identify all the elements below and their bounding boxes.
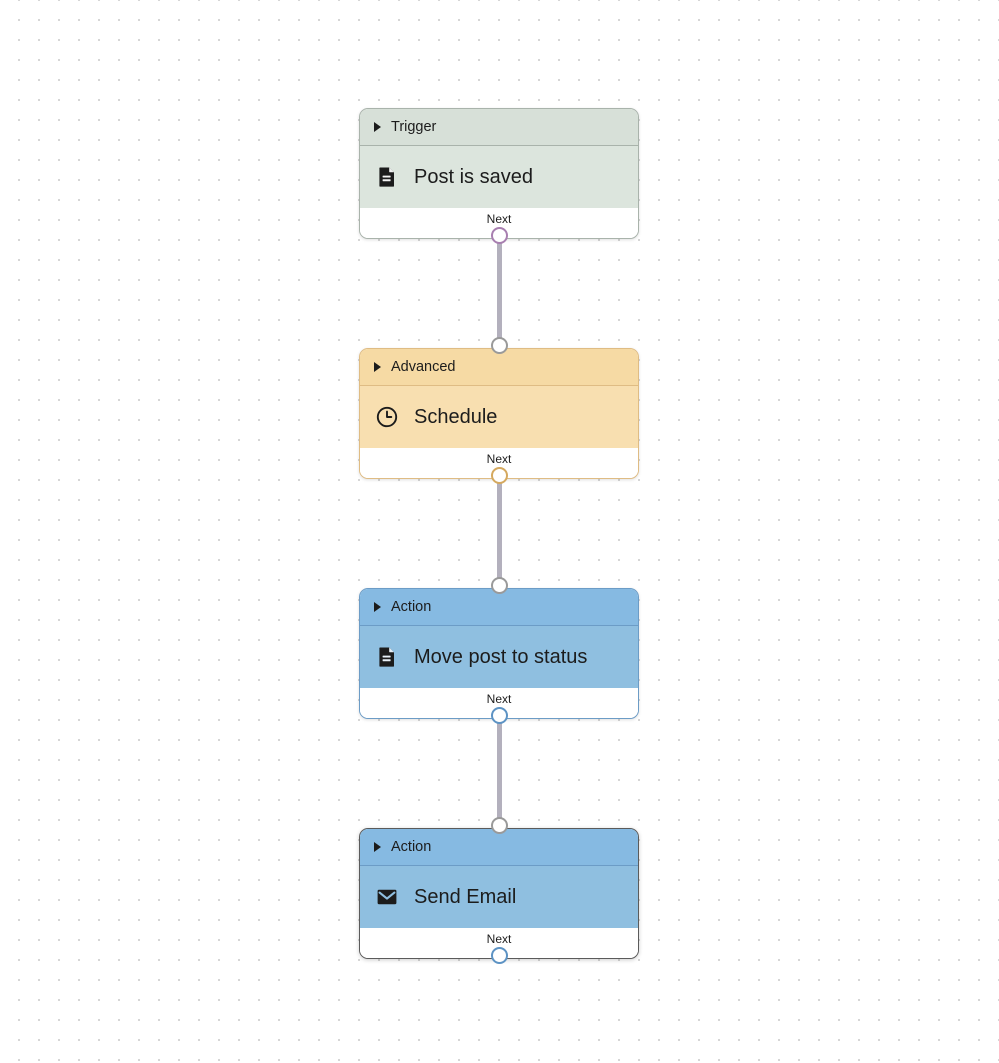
node-title-label: Schedule	[414, 405, 498, 428]
edge-trigger-to-advanced[interactable]	[496, 235, 502, 345]
node-input-port-action-move[interactable]	[490, 576, 508, 594]
edge-advanced-to-action[interactable]	[496, 475, 502, 585]
document-icon	[374, 644, 400, 670]
node-input-port-action-send-email[interactable]	[490, 816, 508, 834]
workflow-node-trigger-post-is-saved[interactable]: Trigger Post is saved Next	[359, 108, 639, 239]
node-category-label: Trigger	[391, 119, 437, 135]
node-output-port-advanced[interactable]	[490, 466, 508, 484]
node-body-trigger[interactable]: Post is saved	[360, 146, 638, 208]
clock-icon	[374, 404, 400, 430]
node-next-label: Next	[486, 692, 512, 706]
node-output-port-trigger[interactable]	[490, 226, 508, 244]
node-body-action-move[interactable]: Move post to status	[360, 626, 638, 688]
envelope-icon	[374, 884, 400, 910]
workflow-node-action-send-email[interactable]: Action Send Email Next	[359, 828, 639, 959]
node-body-action-send-email[interactable]: Send Email	[360, 866, 638, 928]
node-header-action-send-email[interactable]: Action	[360, 829, 638, 866]
node-header-trigger[interactable]: Trigger	[360, 109, 638, 146]
node-next-label: Next	[486, 212, 512, 226]
disclosure-triangle-icon[interactable]	[374, 122, 381, 132]
node-category-label: Action	[391, 599, 432, 615]
node-output-port-action-move[interactable]	[490, 706, 508, 724]
node-title-label: Send Email	[414, 885, 517, 908]
disclosure-triangle-icon[interactable]	[374, 842, 381, 852]
document-icon	[374, 164, 400, 190]
node-category-label: Advanced	[391, 359, 456, 375]
node-body-advanced[interactable]: Schedule	[360, 386, 638, 448]
node-header-advanced[interactable]: Advanced	[360, 349, 638, 386]
node-next-label: Next	[486, 932, 512, 946]
edge-action-to-sendemail[interactable]	[496, 715, 502, 825]
node-header-action-move[interactable]: Action	[360, 589, 638, 626]
node-category-label: Action	[391, 839, 432, 855]
disclosure-triangle-icon[interactable]	[374, 362, 381, 372]
workflow-node-advanced-schedule[interactable]: Advanced Schedule Next	[359, 348, 639, 479]
workflow-node-action-move-post-to-status[interactable]: Action Move post to status Next	[359, 588, 639, 719]
node-input-port-advanced[interactable]	[490, 336, 508, 354]
node-title-label: Move post to status	[414, 645, 588, 668]
disclosure-triangle-icon[interactable]	[374, 602, 381, 612]
node-next-label: Next	[486, 452, 512, 466]
node-output-port-action-send-email[interactable]	[490, 946, 508, 964]
node-title-label: Post is saved	[414, 165, 533, 188]
